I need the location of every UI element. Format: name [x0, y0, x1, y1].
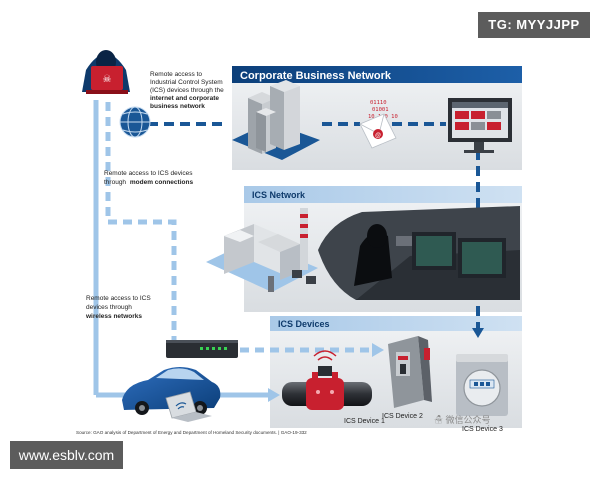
internet-annotation: Remote access to Industrial Control Syst…: [150, 71, 224, 110]
svg-text:☠: ☠: [103, 74, 112, 85]
svg-text:business network: business network: [150, 103, 205, 110]
control-room-icon: [318, 206, 520, 300]
wireless-annotation: Remote access to ICS devices through wir…: [85, 295, 151, 320]
ics-device-2-icon: [388, 336, 432, 408]
svg-text:internet and corporate: internet and corporate: [150, 95, 219, 102]
modem-annotation: Remote access to ICS devices through mod…: [104, 170, 193, 186]
svg-text:(ICS) devices through the: (ICS) devices through the: [150, 87, 224, 94]
monitor-icon: [448, 98, 512, 153]
watermark-top-badge: TG: MYYJJPP: [478, 12, 590, 38]
svg-text:@: @: [375, 133, 381, 139]
source-citation: Source: GAO analysis of Department of En…: [76, 430, 307, 435]
wechat-watermark: ☃ 微信公众号: [434, 415, 491, 425]
modem-icon: [166, 340, 238, 358]
globe-icon: [119, 106, 151, 138]
corporate-network-title: Corporate Business Network: [240, 70, 392, 82]
ics-devices-title: ICS Devices: [278, 319, 330, 329]
factory-icon: [206, 208, 318, 292]
ics-device-1-icon: [282, 350, 372, 410]
ics-device-2-label: ICS Device 2: [382, 413, 423, 420]
ics-device-1-label: ICS Device 1: [344, 418, 385, 425]
svg-text:Remote access to ICS devices: Remote access to ICS devices: [104, 170, 193, 177]
svg-text:Remote access to ICS: Remote access to ICS: [86, 295, 151, 302]
hacker-icon: ☠: [82, 50, 130, 94]
svg-text:Remote access to: Remote access to: [150, 71, 202, 78]
watermark-bottom-badge: www.esblv.com: [10, 441, 123, 469]
light-blue-arrowheads: [268, 343, 384, 402]
svg-text:01001: 01001: [372, 107, 389, 113]
svg-text:wireless networks: wireless networks: [85, 313, 142, 320]
svg-text:01110: 01110: [370, 100, 387, 106]
car-icon: [122, 367, 221, 415]
email-icon: 01110 01001 10 1 0 10 @: [359, 100, 398, 149]
svg-text:Industrial Control System: Industrial Control System: [150, 79, 223, 86]
ics-device-3-label: ICS Device 3: [462, 426, 503, 433]
svg-text:devices through: devices through: [86, 304, 132, 311]
svg-text:through modem connection: through modem connections: [104, 179, 193, 186]
ics-device-3-icon: [456, 354, 508, 416]
office-buildings-icon: [232, 80, 320, 160]
ics-network-title: ICS Network: [252, 190, 306, 200]
laptop-wifi-icon: [165, 391, 212, 422]
